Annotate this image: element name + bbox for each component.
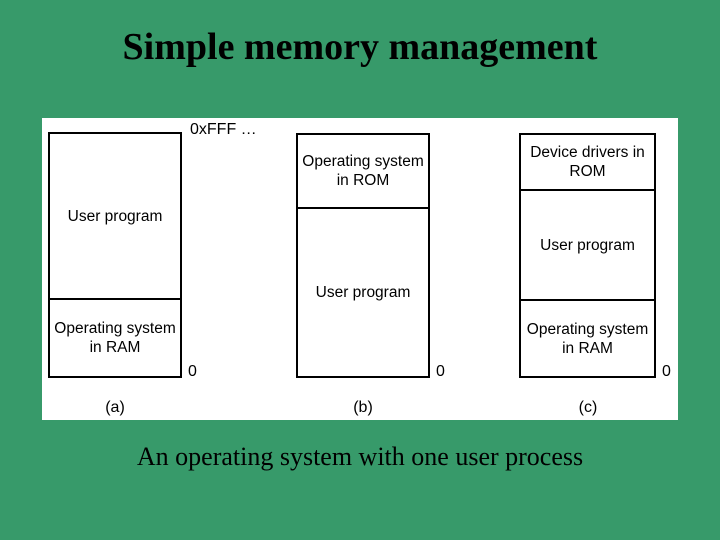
memory-layout-diagram: User program Operating system in RAM 0xF… <box>42 118 678 420</box>
memory-box-a: User program Operating system in RAM <box>48 132 182 378</box>
memory-segment-label: Operating system in ROM <box>302 153 424 189</box>
memory-segment-os-ram: Operating system in RAM <box>521 301 654 376</box>
memory-segment-user-program: User program <box>521 191 654 301</box>
column-caption-a: (a) <box>105 399 125 416</box>
bottom-address-label-c: 0 <box>662 363 671 380</box>
column-caption-c: (c) <box>578 399 598 416</box>
bottom-address-label-a: 0 <box>188 363 197 380</box>
page-title: Simple memory management <box>122 26 598 68</box>
bottom-address-label-b: 0 <box>436 363 445 380</box>
memory-segment-os-ram: Operating system in RAM <box>50 300 180 376</box>
memory-box-b: Operating system in ROM User program <box>296 133 430 378</box>
column-caption-b: (b) <box>353 399 373 416</box>
memory-segment-label: User program <box>67 207 163 225</box>
top-address-label: 0xFFF … <box>190 121 257 138</box>
memory-segment-label: User program <box>315 284 411 301</box>
memory-column-c: Device drivers in ROM User program Opera… <box>502 118 702 420</box>
memory-column-a: User program Operating system in RAM 0xF… <box>42 118 257 420</box>
memory-column-b: Operating system in ROM User program 0 (… <box>280 118 480 420</box>
memory-segment-user-program: User program <box>298 209 428 376</box>
memory-segment-user-program: User program <box>50 134 180 300</box>
memory-segment-os-rom: Operating system in ROM <box>298 135 428 209</box>
memory-segment-device-drivers-rom: Device drivers in ROM <box>521 135 654 191</box>
memory-segment-label: User program <box>540 236 635 254</box>
memory-segment-label: Device drivers in ROM <box>530 144 645 180</box>
memory-box-c: Device drivers in ROM User program Opera… <box>519 133 656 378</box>
slide-caption: An operating system with one user proces… <box>136 442 584 471</box>
memory-segment-label: Operating system in RAM <box>526 320 649 357</box>
memory-segment-label: Operating system in RAM <box>54 320 176 356</box>
